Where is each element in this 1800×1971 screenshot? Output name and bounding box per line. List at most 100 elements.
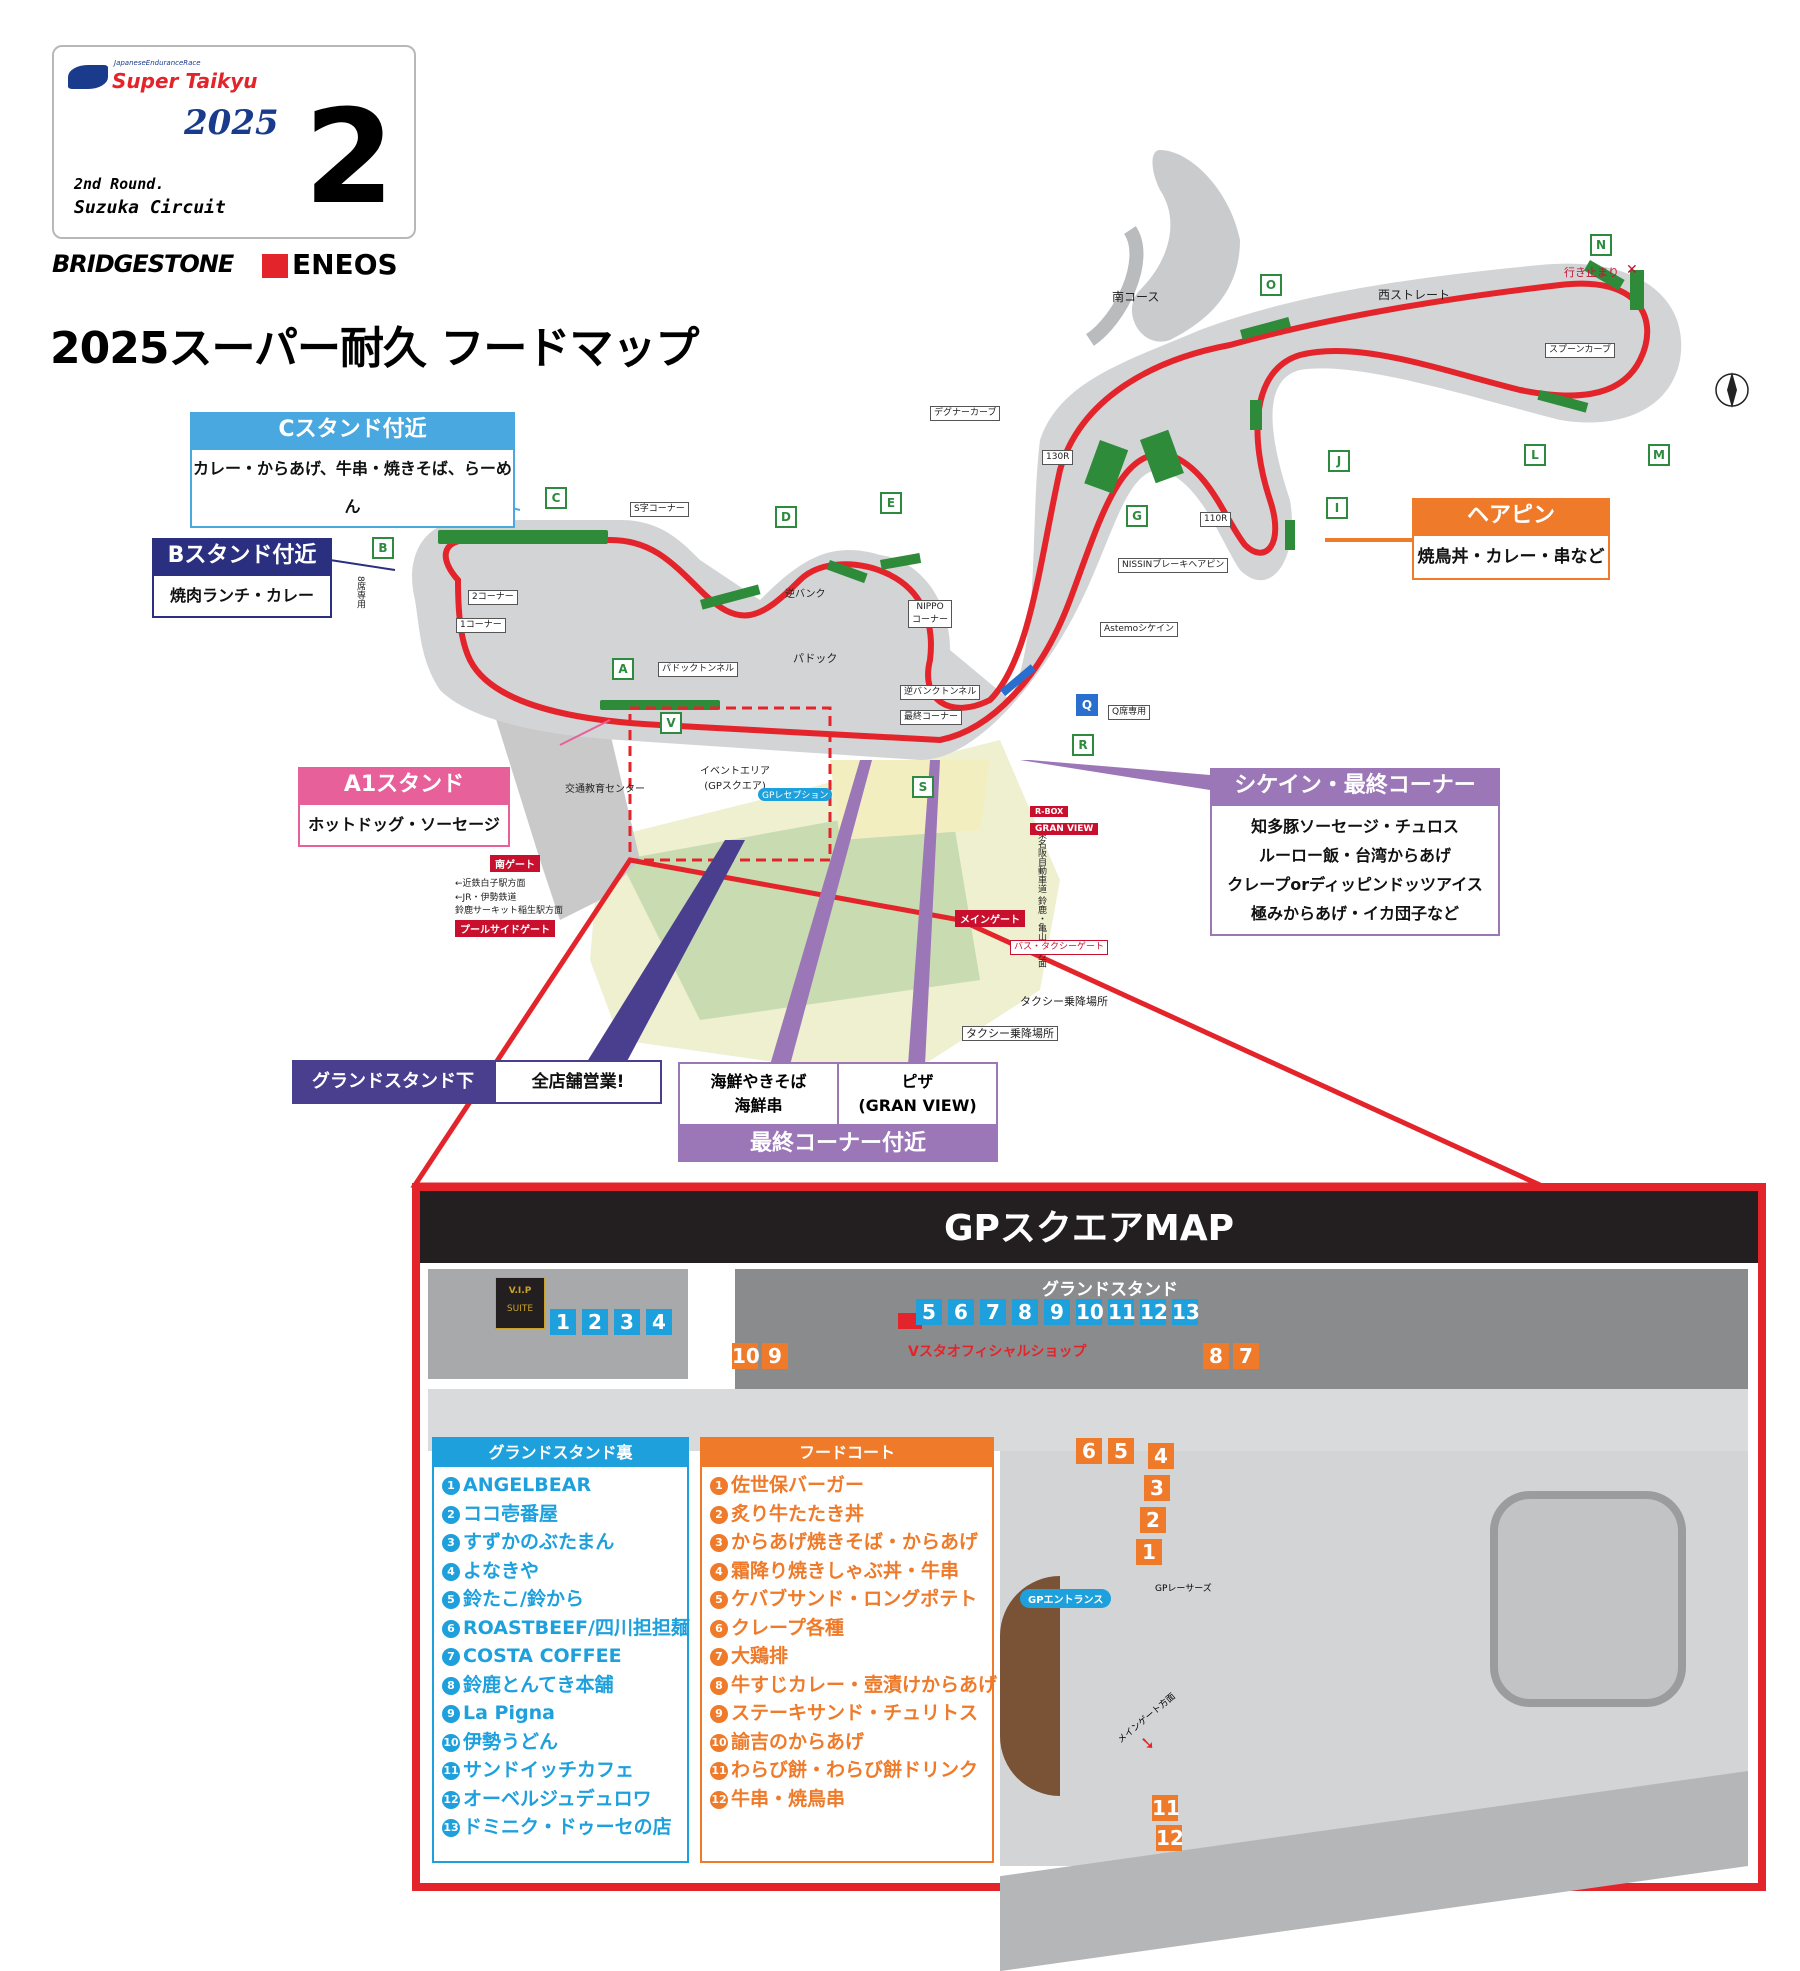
- label-q-only: Q席専用: [1108, 705, 1151, 720]
- grandstand-label: グランドスタンド: [1042, 1280, 1178, 1300]
- label-traffic-center: 交通教育センター: [565, 784, 645, 795]
- shop-marker-food: 5: [1108, 1438, 1134, 1464]
- shop-marker-food: 8: [1203, 1343, 1229, 1369]
- label-gyaku-bank-tunnel: 逆バンクトンネル: [900, 685, 981, 700]
- legend-number: 4: [710, 1562, 728, 1581]
- brown-path: [1000, 1576, 1060, 1796]
- stand-letter-s: S: [912, 776, 934, 798]
- legend-shop-name: ROASTBEEF/四川担担麺: [463, 1616, 690, 1639]
- shop-marker-back: 7: [980, 1299, 1006, 1325]
- label-gyaku-bank: 逆バンク: [785, 589, 826, 600]
- stand-letter-d: D: [775, 506, 797, 528]
- legend-shop-name: 牛すじカレー・壺漬けからあげ: [731, 1673, 998, 1696]
- label-taxi-2: タクシー乗降場所: [962, 1026, 1058, 1041]
- gp-entrance-label: GPエントランス: [1020, 1589, 1112, 1608]
- legend-number: 3: [710, 1534, 728, 1552]
- vip-suite-text: SUITE: [506, 1304, 534, 1314]
- shop-marker-back: 1: [550, 1309, 576, 1335]
- label-130r: 130R: [1042, 450, 1074, 465]
- legend-shop-name: La Pigna: [463, 1702, 555, 1724]
- callout-final-corner-title: 最終コーナー付近: [678, 1126, 998, 1162]
- label-event-area: イベントエリア (GPスクエア): [700, 762, 770, 792]
- legend-number: 3: [442, 1534, 460, 1552]
- shop-marker-back: 10: [1076, 1299, 1104, 1325]
- label-s-corner: S字コーナー: [630, 502, 689, 517]
- shop-marker-back: 3: [614, 1309, 640, 1335]
- callout-chicane-title: シケイン・最終コーナー: [1210, 768, 1500, 804]
- legend-shop-name: 伊勢うどん: [463, 1730, 559, 1753]
- vip-logo-text: V.I.P: [508, 1286, 532, 1296]
- legend-number: 5: [442, 1591, 460, 1609]
- circuit-name: Suzuka Circuit: [74, 197, 226, 218]
- shop-marker-food: 7: [1233, 1343, 1259, 1369]
- shop-marker-back: 6: [948, 1299, 974, 1325]
- shop-marker-back: 2: [582, 1309, 608, 1335]
- legend-number: 2: [442, 1505, 460, 1524]
- callout-c-stand: Cスタンド付近 カレー・からあげ、牛串・焼きそば、らーめん: [190, 412, 515, 528]
- label-nippo-2: コーナー: [912, 615, 949, 625]
- stand-letter-b: B: [372, 537, 394, 559]
- legend-shop-name: オーベルジュデュロワ: [463, 1787, 652, 1810]
- event-year: 2025: [184, 103, 279, 143]
- chicane-line-2: ルーロー飯・台湾からあげ: [1258, 846, 1451, 865]
- legend-back-title: グランドスタンド裏: [434, 1439, 687, 1467]
- label-corner2: 2コーナー: [468, 590, 518, 605]
- callout-hairpin-body: 焼鳥丼・カレー・串など: [1412, 534, 1610, 580]
- legend-number: 7: [710, 1648, 728, 1666]
- callout-b-stand-title: Bスタンド付近: [152, 538, 332, 574]
- gp-racers-label: GPレーサーズ: [1155, 1584, 1212, 1594]
- callout-final-corner: 海鮮やきそば 海鮮串 ピザ (GRAN VIEW) 最終コーナー付近: [678, 1062, 998, 1162]
- brand-small-text: JapaneseEnduranceRace: [114, 59, 201, 67]
- gp-map-title: GPスクエアMAP: [943, 1208, 1234, 1249]
- label-highway: 東名阪自動車道 鈴鹿・亀山IC方面: [1036, 830, 1046, 968]
- tag-pool-gate: プールサイドゲート: [455, 920, 555, 937]
- legend-number: 6: [442, 1619, 460, 1638]
- dead-end-icon: ✕: [1626, 262, 1638, 278]
- tag-main-gate: メインゲート: [955, 910, 1025, 927]
- tag-bus-gate: バス・タクシーゲート: [1010, 940, 1109, 955]
- label-event-area-1: イベントエリア: [700, 766, 770, 777]
- callout-c-stand-body: カレー・からあげ、牛串・焼きそば、らーめん: [190, 448, 515, 528]
- legend-shop-name: ドミニク・ドゥーセの店: [463, 1816, 672, 1838]
- label-final-corner: 最終コーナー: [900, 710, 963, 725]
- final-corner-right: ピザ (GRAN VIEW): [839, 1064, 996, 1124]
- label-nippo: NIPPO コーナー: [908, 600, 953, 628]
- gp-racers-course: [1490, 1491, 1686, 1707]
- label-gp-reception: GPレセプション: [758, 788, 833, 801]
- eneos-logo-icon: [262, 254, 288, 278]
- legend-shop-name: サンドイッチカフェ: [463, 1759, 635, 1781]
- legend-shop-name: ステーキサンド・チュリトス: [731, 1702, 979, 1724]
- gp-square-map: GPスクエアMAP グランドスタンド V.I.P SUITE Vスタオフィシャル…: [412, 1183, 1766, 1971]
- legend-number: 7: [442, 1648, 460, 1666]
- legend-shop-name: COSTA COFFEE: [463, 1645, 622, 1667]
- chicane-line-1: 知多豚ソーセージ・チュロス: [1251, 817, 1459, 836]
- bridgestone-logo: BRIDGESTONE: [52, 250, 234, 278]
- tag-south-gate: 南ゲート: [490, 855, 540, 872]
- label-dir-2: ←JR・伊勢鉄道: [455, 893, 517, 903]
- super-taikyu-logo-icon: [68, 65, 108, 89]
- callout-chicane: シケイン・最終コーナー 知多豚ソーセージ・チュロス ルーロー飯・台湾からあげ ク…: [1210, 768, 1500, 936]
- stand-letter-r: R: [1072, 734, 1094, 756]
- shop-marker-back: 4: [646, 1309, 672, 1335]
- legend-number: 10: [442, 1733, 460, 1752]
- callout-grandstand-title: グランドスタンド下: [292, 1060, 494, 1104]
- stand-letter-g: G: [1126, 505, 1148, 527]
- label-dead-end: 行き止まり: [1564, 266, 1619, 279]
